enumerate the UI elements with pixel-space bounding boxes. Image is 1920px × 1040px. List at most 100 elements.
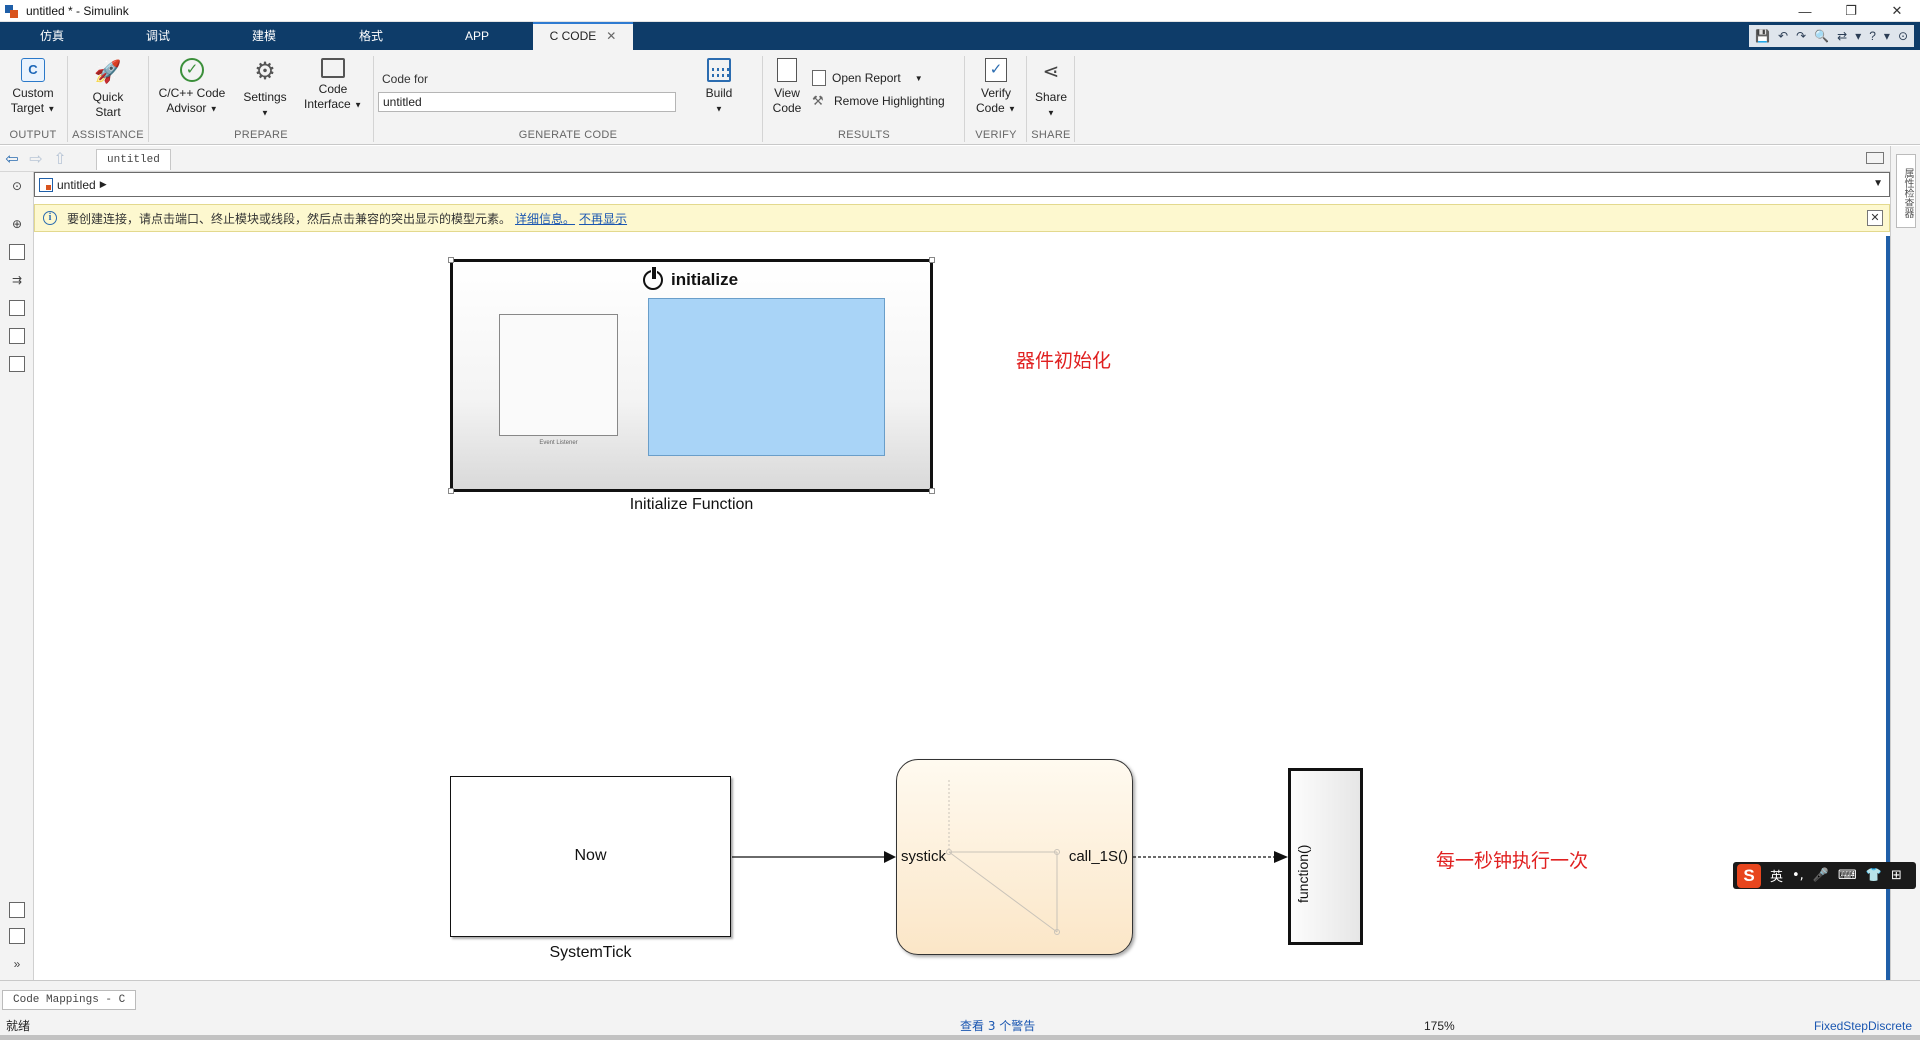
- group-separator: [373, 56, 374, 142]
- code-advisor-label-2: Advisor: [166, 101, 207, 115]
- settings-circle-icon[interactable]: ⊙: [1897, 29, 1908, 43]
- zoom-icon[interactable]: ⊕: [11, 217, 23, 231]
- code-advisor-button[interactable]: ✓ C/C++ Code Advisor ▼: [152, 58, 232, 116]
- group-separator: [964, 56, 965, 142]
- save-icon[interactable]: 💾: [1755, 29, 1771, 43]
- tab-simulation[interactable]: 仿真: [39, 29, 64, 43]
- stateflow-chart-block[interactable]: systick call_1S(): [896, 759, 1133, 955]
- expand-icon[interactable]: »: [13, 957, 21, 971]
- remove-highlighting-button[interactable]: ⚒ Remove Highlighting: [812, 94, 945, 109]
- model-tab[interactable]: untitled: [96, 149, 171, 170]
- forward-arrow-icon[interactable]: ⇨: [29, 150, 43, 168]
- verify-code-label-1: Verify: [980, 86, 1011, 100]
- systemtick-caption[interactable]: SystemTick: [549, 944, 632, 961]
- undo-icon[interactable]: ↶: [1778, 29, 1789, 43]
- share-button[interactable]: ⋖ Share ▼: [1030, 58, 1072, 120]
- power-icon: [643, 267, 663, 290]
- breadcrumb-model[interactable]: untitled: [57, 177, 96, 192]
- help-icon[interactable]: ?: [1869, 29, 1876, 43]
- close-window-button[interactable]: ✕: [1891, 3, 1903, 18]
- model-data-icon[interactable]: [9, 928, 25, 944]
- chevron-down-icon: ▼: [354, 100, 362, 110]
- switch-windows-icon[interactable]: ⇄: [1837, 29, 1848, 43]
- chevron-down-icon[interactable]: ▾: [1883, 29, 1890, 43]
- document-icon: [777, 58, 797, 82]
- custom-target-label-1: Custom: [12, 86, 54, 100]
- group-label-share: SHARE: [1031, 129, 1071, 141]
- chevron-down-icon[interactable]: ▼: [1873, 178, 1883, 189]
- rocket-icon: 🚀: [94, 59, 122, 84]
- tab-format[interactable]: 格式: [358, 29, 383, 43]
- ime-language-toggle[interactable]: 英: [1770, 870, 1784, 885]
- punctuation-icon[interactable]: •,: [1792, 868, 1804, 883]
- settings-label: Settings: [243, 90, 287, 104]
- solver-link[interactable]: FixedStepDiscrete: [1813, 1019, 1912, 1033]
- inner-subsystem-preview: [648, 298, 885, 456]
- verify-code-button[interactable]: ✓ Verify Code ▼: [968, 58, 1024, 116]
- info-details-link[interactable]: 详细信息。: [515, 211, 576, 226]
- info-icon: i: [43, 211, 57, 225]
- hide-show-browser-icon[interactable]: ⊙: [11, 179, 23, 193]
- share-icon: ⋖: [1042, 61, 1060, 83]
- build-button[interactable]: Build ▼: [696, 58, 742, 116]
- tab-apps[interactable]: APP: [464, 29, 489, 43]
- initialize-function-caption[interactable]: Initialize Function: [629, 496, 754, 513]
- selection-handle[interactable]: [448, 257, 454, 263]
- chevron-down-icon: ▼: [47, 104, 56, 114]
- initialize-function-block[interactable]: initialize Event Listener: [448, 257, 935, 494]
- info-bar: i 要创建连接，请点击端口、终止模块或线段，然后点击兼容的突出显示的模型元素。 …: [34, 204, 1890, 232]
- image-icon[interactable]: [9, 328, 25, 344]
- maximize-button[interactable]: ❐: [1845, 3, 1857, 18]
- up-arrow-icon[interactable]: ⇧: [53, 150, 67, 168]
- skin-icon[interactable]: 👕: [1865, 868, 1882, 883]
- microphone-icon[interactable]: 🎤: [1812, 868, 1830, 883]
- open-report-button[interactable]: Open Report ▼: [812, 70, 923, 86]
- info-dont-show-link[interactable]: 不再显示: [579, 211, 628, 226]
- breadcrumb[interactable]: untitled ▶ ▼: [34, 172, 1890, 197]
- code-for-input[interactable]: [378, 92, 676, 112]
- tab-close-icon[interactable]: ✕: [606, 29, 617, 43]
- fit-to-view-icon[interactable]: [9, 244, 25, 260]
- area-icon[interactable]: [9, 356, 25, 372]
- status-ready: 就绪: [6, 1019, 31, 1033]
- custom-target-button[interactable]: C Custom Target ▼: [4, 58, 62, 116]
- event-listener-block: [499, 314, 618, 436]
- group-label-assistance: ASSISTANCE: [72, 129, 144, 141]
- view-code-button[interactable]: View Code: [766, 58, 808, 116]
- tab-modeling[interactable]: 建模: [251, 29, 276, 43]
- tab-c-code[interactable]: C CODE✕: [533, 22, 633, 50]
- minimize-button[interactable]: —: [1798, 3, 1812, 19]
- chevron-down-icon: ▼: [914, 73, 923, 83]
- view-code-label-1: View: [774, 86, 800, 100]
- quick-start-label-2: Start: [95, 105, 121, 119]
- sogou-logo-icon[interactable]: S: [1737, 863, 1761, 888]
- back-arrow-icon[interactable]: ⇦: [5, 150, 19, 168]
- selection-handle[interactable]: [929, 257, 935, 263]
- code-mappings-tab[interactable]: Code Mappings - C: [2, 990, 137, 1010]
- settings-button[interactable]: ⚙ Settings ▼: [236, 58, 294, 120]
- keyboard-icon[interactable]: ⌨: [1838, 868, 1857, 883]
- redo-icon[interactable]: ↷: [1796, 29, 1807, 43]
- annotation-device-init[interactable]: 器件初始化: [1016, 350, 1112, 372]
- close-icon[interactable]: ✕: [1867, 210, 1883, 226]
- chevron-down-icon[interactable]: ▾: [1855, 29, 1862, 43]
- selection-handle[interactable]: [448, 488, 454, 494]
- title-bar: untitled * - Simulink — ❐ ✕: [0, 0, 1920, 22]
- annotation-icon[interactable]: [9, 300, 25, 316]
- arrow-icon[interactable]: ⇉: [11, 273, 23, 287]
- quick-start-button[interactable]: 🚀 Quick Start: [80, 58, 136, 120]
- annotation-once-per-second[interactable]: 每一秒钟执行一次: [1436, 850, 1589, 872]
- custom-target-label-2: Target: [10, 101, 45, 115]
- now-block[interactable]: Now: [450, 776, 731, 937]
- toolbox-icon[interactable]: ⊞: [1890, 868, 1902, 883]
- selection-handle[interactable]: [929, 488, 935, 494]
- search-icon[interactable]: 🔍: [1814, 29, 1830, 43]
- code-interface-button[interactable]: Code Interface ▼: [298, 58, 368, 112]
- screenshot-icon[interactable]: [9, 902, 25, 918]
- panel-toggle-icon[interactable]: [1866, 152, 1884, 164]
- tab-debug[interactable]: 调试: [145, 29, 170, 43]
- chart-input-port-label: systick: [901, 848, 946, 865]
- function-call-subsystem-block[interactable]: function(): [1288, 768, 1363, 945]
- warnings-link[interactable]: 查看 3 个警告: [960, 1019, 1036, 1033]
- property-inspector-tab[interactable]: 属性检查器: [1896, 154, 1916, 228]
